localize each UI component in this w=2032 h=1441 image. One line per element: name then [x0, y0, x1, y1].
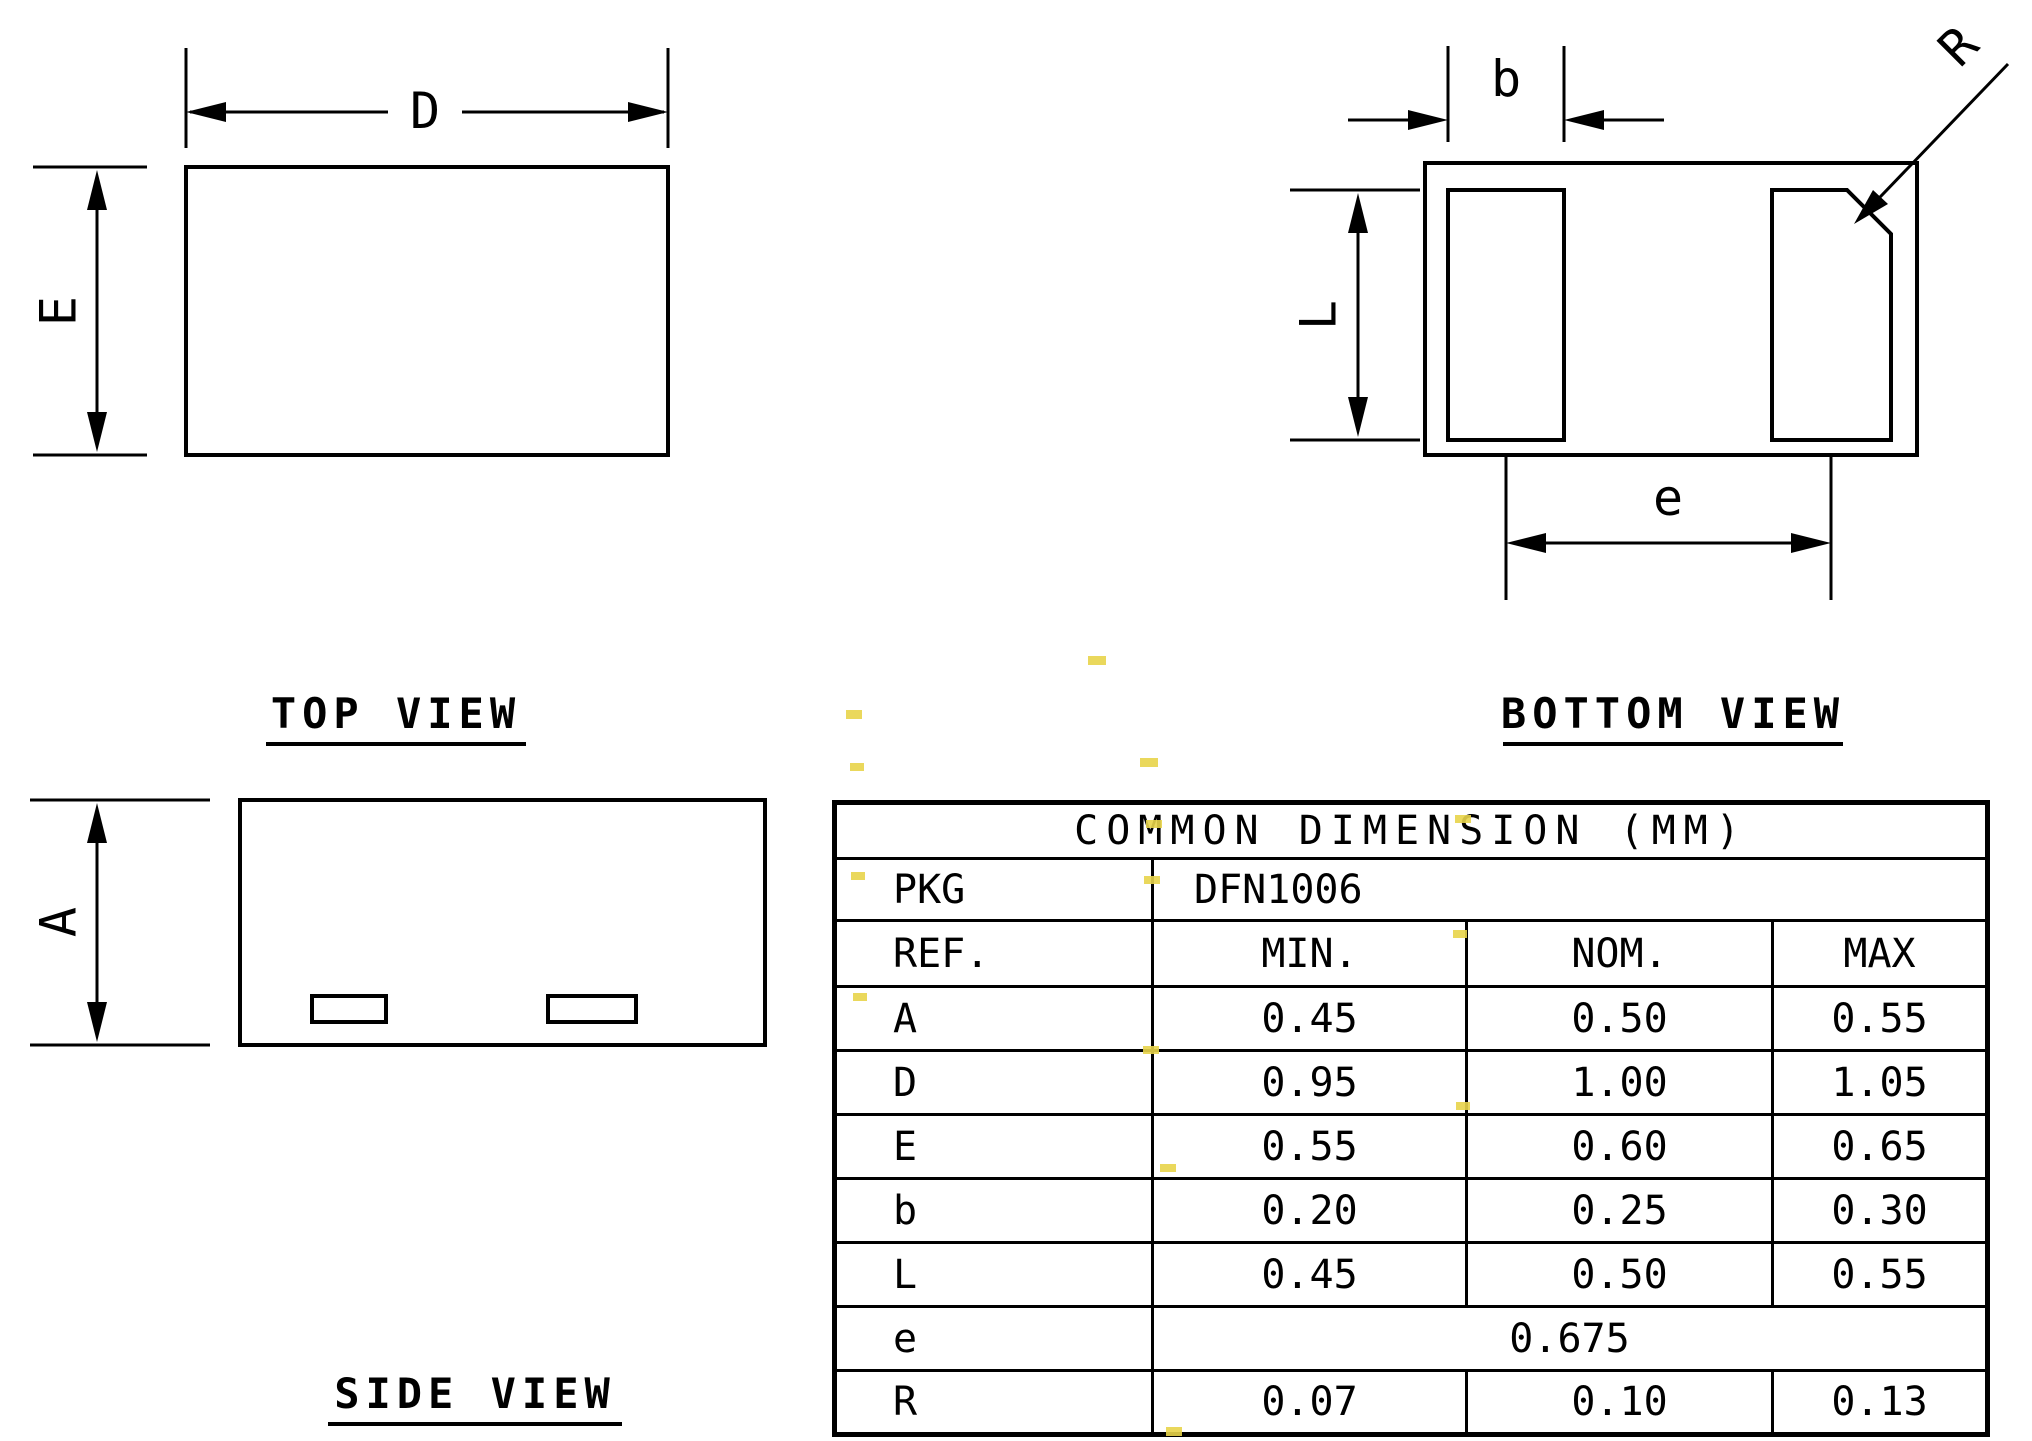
side-view-outline [238, 798, 767, 1047]
nom-cell: 0.60 [1465, 1113, 1774, 1180]
scan-artifact [850, 763, 864, 771]
ref-cell: e [833, 1305, 1154, 1372]
col-header-max: MAX [1771, 919, 1989, 988]
arrowhead [1408, 110, 1448, 130]
side-pad-right [546, 994, 638, 1024]
arrowhead [87, 803, 107, 843]
span-value-cell: 0.675 [1151, 1305, 1989, 1372]
dim-label-pitch: e [1653, 469, 1683, 527]
scan-artifact [1146, 820, 1162, 828]
max-cell: 0.55 [1771, 985, 1989, 1052]
top-view-outline [184, 165, 670, 457]
a-dimension [30, 798, 210, 1047]
scan-artifact [1140, 758, 1158, 767]
l-dimension [1290, 188, 1420, 442]
scan-artifact [1088, 656, 1106, 665]
scan-artifact [1455, 815, 1471, 823]
arrowhead [87, 170, 107, 210]
min-cell: 0.20 [1151, 1177, 1468, 1244]
table-row-r: R 0.07 0.10 0.13 [833, 1369, 1989, 1436]
arrowhead [1791, 533, 1831, 553]
top-view-title: TOP VIEW [271, 689, 521, 738]
ref-cell: D [833, 1049, 1154, 1116]
scan-artifact [846, 710, 862, 719]
side-view-title: SIDE VIEW [334, 1369, 616, 1418]
nom-cell: 0.50 [1465, 985, 1774, 1052]
scan-artifact [1166, 1427, 1182, 1436]
nom-cell: 1.00 [1465, 1049, 1774, 1116]
dim-label-d: D [410, 82, 440, 140]
left-pad [1446, 188, 1566, 442]
max-cell: 0.30 [1771, 1177, 1989, 1244]
scan-artifact [853, 993, 867, 1001]
top-view: D E TOP VIEW [30, 48, 670, 746]
pkg-row: PKG DFN1006 [833, 857, 1989, 922]
b-dimension [1348, 46, 1664, 142]
scan-artifact [1143, 1046, 1159, 1054]
table-title: COMMON DIMENSION (MM) [833, 801, 1989, 860]
dim-label-e: E [30, 296, 88, 326]
table-title-row: COMMON DIMENSION (MM) [833, 801, 1989, 860]
min-cell: 0.55 [1151, 1113, 1468, 1180]
col-header-ref: REF. [833, 919, 1154, 988]
arrowhead [186, 102, 226, 122]
min-cell: 0.45 [1151, 1241, 1468, 1308]
d-dimension [184, 48, 670, 148]
pkg-value: DFN1006 [1151, 857, 1989, 922]
scan-artifact [1456, 1102, 1470, 1110]
dim-label-a: A [30, 907, 88, 937]
max-cell: 0.55 [1771, 1241, 1989, 1308]
r-leader [1854, 62, 2010, 224]
table-row-l: L 0.45 0.50 0.55 [833, 1241, 1989, 1308]
nom-cell: 0.50 [1465, 1241, 1774, 1308]
max-cell: 1.05 [1771, 1049, 1989, 1116]
bottom-view: R b L [1290, 15, 2010, 746]
arrowhead [1854, 190, 1888, 224]
ref-cell: R [833, 1369, 1154, 1436]
table-row-a: A 0.45 0.50 0.55 [833, 985, 1989, 1052]
max-cell: 0.65 [1771, 1113, 1989, 1180]
bottom-view-outline [1423, 161, 1919, 457]
ref-cell: b [833, 1177, 1154, 1244]
arrowhead [1506, 533, 1546, 553]
header-row: REF. MIN. NOM. MAX [833, 919, 1989, 988]
nom-cell: 0.10 [1465, 1369, 1774, 1436]
side-view: A SIDE VIEW [30, 798, 767, 1426]
nom-cell: 0.25 [1465, 1177, 1774, 1244]
bottom-view-title: BOTTOM VIEW [1501, 689, 1845, 738]
dim-label-b: b [1491, 50, 1521, 108]
pkg-label: PKG [833, 857, 1154, 922]
scan-artifact [851, 872, 865, 880]
arrowhead [1348, 193, 1368, 233]
max-cell: 0.13 [1771, 1369, 1989, 1436]
e-height-dimension [33, 165, 147, 457]
arrowhead [1564, 110, 1604, 130]
dim-label-r: R [1927, 15, 1990, 78]
dim-label-l: L [1290, 300, 1348, 330]
table-row-pitch: e 0.675 [833, 1305, 1989, 1372]
arrowhead [87, 412, 107, 452]
scan-artifact [1144, 876, 1160, 884]
col-header-min: MIN. [1151, 919, 1468, 988]
min-cell: 0.45 [1151, 985, 1468, 1052]
ref-cell: E [833, 1113, 1154, 1180]
right-pad-chamfered [1770, 188, 1893, 442]
arrowhead [87, 1002, 107, 1042]
ref-cell: A [833, 985, 1154, 1052]
table-row-d: D 0.95 1.00 1.05 [833, 1049, 1989, 1116]
col-header-nom: NOM. [1465, 919, 1774, 988]
scan-artifact [1453, 930, 1467, 938]
min-cell: 0.07 [1151, 1369, 1468, 1436]
table-row-b: b 0.20 0.25 0.30 [833, 1177, 1989, 1244]
scan-artifact [1160, 1164, 1176, 1172]
side-pad-left [310, 994, 388, 1024]
table-row-e: E 0.55 0.60 0.65 [833, 1113, 1989, 1180]
pitch-dimension [1504, 455, 1833, 600]
dimension-table: COMMON DIMENSION (MM) PKG DFN1006 REF. M… [832, 800, 1990, 1437]
arrowhead [628, 102, 668, 122]
ref-cell: L [833, 1241, 1154, 1308]
arrowhead [1348, 397, 1368, 437]
min-cell: 0.95 [1151, 1049, 1468, 1116]
